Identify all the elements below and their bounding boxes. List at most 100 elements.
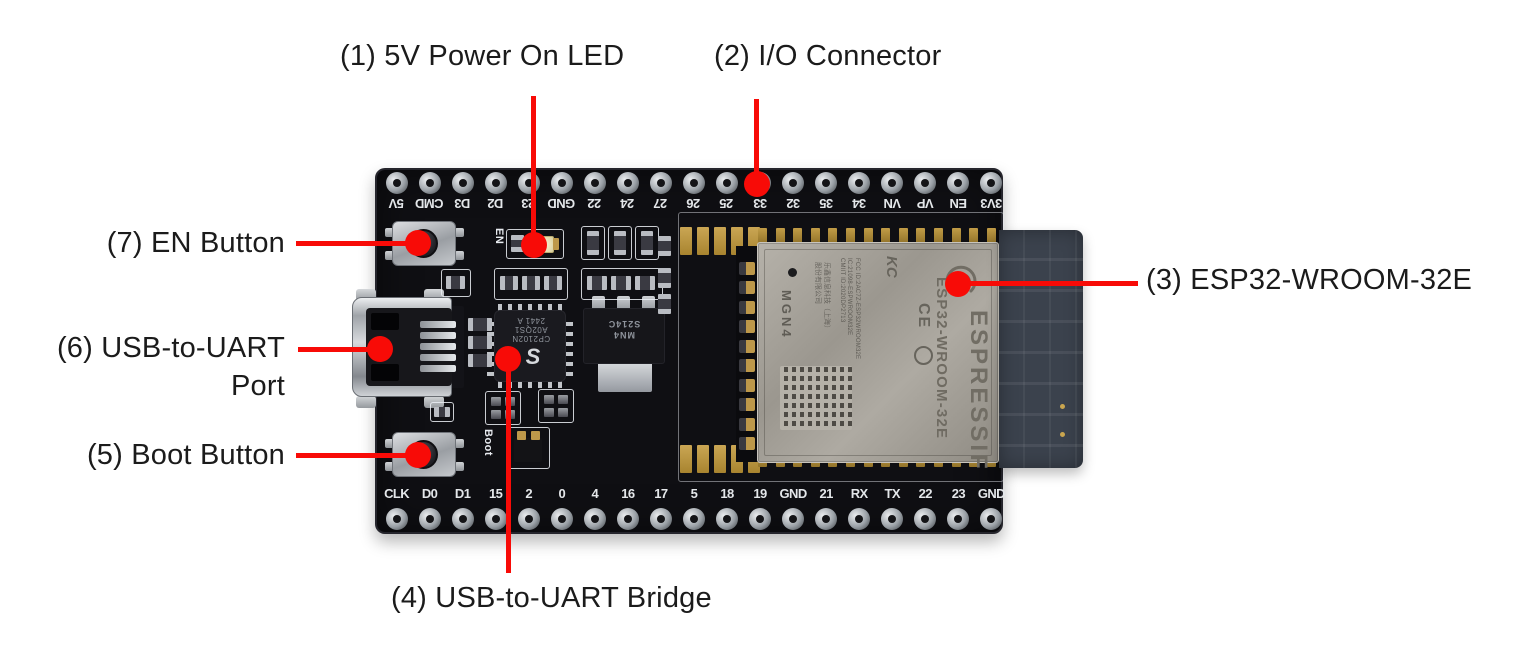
pin-label: TX	[884, 486, 901, 501]
callout-label-7: (7) EN Button	[106, 227, 285, 259]
smd-component	[587, 231, 599, 255]
qfn-pins	[498, 304, 562, 311]
pin-label: 33	[753, 196, 767, 211]
pin-label: D2	[487, 196, 504, 211]
pin-label: D0	[421, 486, 438, 501]
pin-label: 21	[819, 486, 834, 501]
pin-label: GND	[779, 486, 808, 501]
smd-outline	[441, 269, 471, 297]
en-silkscreen-label: EN	[493, 228, 505, 245]
pin-label: 5V	[389, 196, 404, 211]
kc-certification-icon: KC	[883, 256, 900, 278]
callout-line-7	[296, 241, 418, 246]
module-company-text: 乐鑫信息科技（上海） 股份有限公司	[814, 262, 831, 332]
usb-contact-pin	[420, 332, 456, 339]
button-leg	[385, 439, 394, 448]
smd-component	[468, 336, 492, 349]
smd-component	[658, 294, 671, 314]
callout-dot-2	[744, 171, 770, 197]
pin-label: 26	[687, 196, 701, 211]
callout-dot-7	[405, 230, 431, 256]
pin-label: VN	[883, 196, 901, 211]
callout-dot-1	[521, 232, 547, 258]
qfn-pins	[566, 316, 573, 376]
pin-label: 22	[588, 196, 602, 211]
smd-component	[658, 268, 671, 288]
smd-component	[500, 276, 518, 290]
pin-label: 4	[591, 486, 599, 501]
jumper-pads	[538, 389, 574, 423]
button-leg	[385, 251, 394, 260]
module-cmiit-line: CMIIT ID:2020DP2713	[839, 258, 845, 323]
smd-component	[468, 354, 492, 367]
module-fcc-line: FCC ID:2AC7Z-ESP32WROOM32E	[854, 258, 860, 360]
smd-component	[446, 276, 465, 289]
pin-label: VP	[917, 196, 934, 211]
pin-label: 16	[621, 486, 635, 501]
pin-label: 3V3	[980, 196, 1003, 211]
certification-ring-icon	[914, 346, 933, 365]
pin-label: GND	[977, 486, 1006, 501]
pin-label: CMD	[415, 196, 444, 211]
pin-label: 19	[753, 486, 767, 501]
button-leg	[385, 462, 394, 471]
pin-label: D1	[454, 486, 471, 501]
smd-outline	[430, 402, 454, 422]
pin-label: CLK	[384, 486, 410, 501]
pin-label: 23	[951, 486, 966, 501]
callout-dot-5	[405, 442, 431, 468]
pin-label: 23	[522, 196, 536, 211]
module-qr-code	[780, 366, 852, 430]
smd-component	[658, 236, 671, 256]
module-marking-text: MGN4	[779, 290, 794, 340]
button-leg	[455, 228, 464, 237]
transistor-pad	[517, 431, 526, 440]
pin-label: 25	[720, 196, 734, 211]
callout-line-1	[531, 96, 536, 246]
led-pad	[553, 238, 559, 250]
transistor-pad	[531, 431, 540, 440]
callout-label-4: (4) USB-to-UART Bridge	[391, 582, 712, 614]
pin-label: 24	[621, 196, 635, 211]
module-castellation-pads	[739, 262, 755, 450]
usb-contact-pin	[420, 365, 456, 372]
callout-line-2	[754, 99, 759, 185]
callout-label-6-line1: (6) USB-to-UART	[56, 332, 285, 364]
pin-label: 15	[489, 486, 503, 501]
callout-line-4	[506, 359, 511, 573]
pin-label: 35	[819, 196, 833, 211]
callout-label-6-line2: Port	[231, 370, 285, 402]
smd-component	[522, 276, 540, 290]
usb-contact-pin	[420, 343, 456, 350]
module-brand-text: ESPRESSIF	[965, 310, 992, 472]
boot-silkscreen-label: Boot	[482, 429, 494, 457]
smd-component	[587, 276, 607, 290]
pin-label: 32	[786, 196, 800, 211]
pin-label: EN	[949, 196, 967, 211]
button-leg	[385, 228, 394, 237]
callout-line-6	[298, 347, 382, 352]
module-pin1-marker	[788, 268, 797, 277]
usb-slot	[371, 364, 399, 381]
pin-label: 22	[918, 486, 933, 501]
usb-solder-pad	[356, 396, 376, 408]
pin-label: 0	[558, 486, 566, 501]
smd-outline	[608, 226, 632, 260]
pin-label: 27	[654, 196, 668, 211]
button-leg	[455, 251, 464, 260]
pin-label: GND	[548, 196, 576, 211]
usb-slot	[371, 313, 399, 330]
button-leg	[455, 439, 464, 448]
module-edge-pads-top	[758, 228, 996, 243]
transistor-body	[514, 438, 542, 462]
pin-label: 2	[525, 486, 533, 501]
pin-label: 5	[690, 486, 698, 501]
callout-dot-4	[495, 346, 521, 372]
smd-component	[641, 231, 653, 255]
module-model-text: ESP32-WROOM-32E	[933, 277, 950, 440]
button-leg	[455, 462, 464, 471]
pin-label: 34	[852, 196, 866, 211]
smd-outline	[494, 268, 568, 300]
